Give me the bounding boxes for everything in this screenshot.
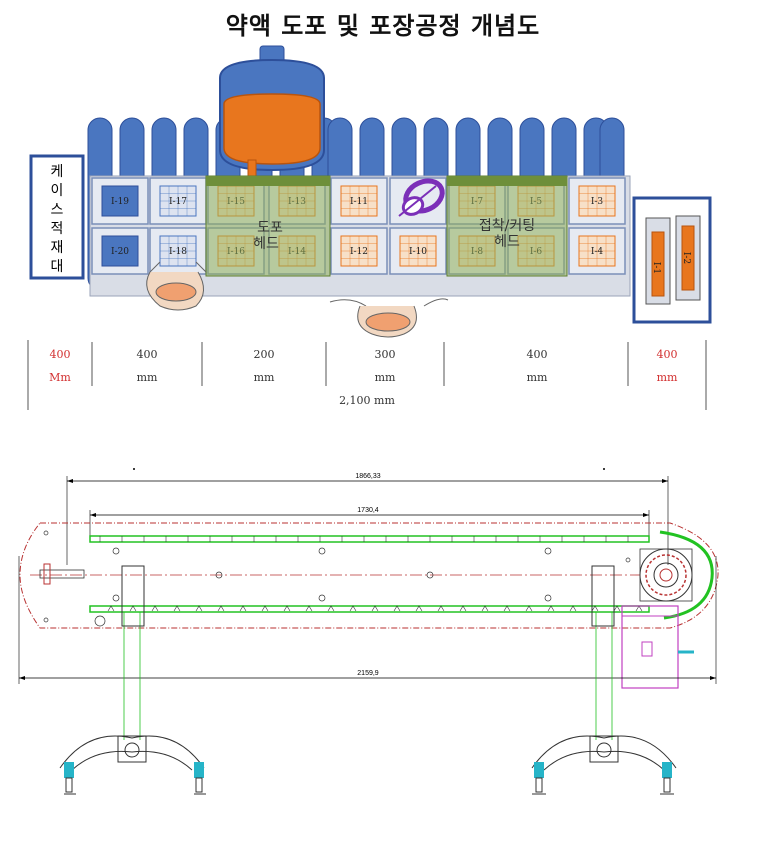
foot-right (531, 735, 677, 771)
dim-mid-label: 1730,4 (357, 507, 379, 514)
station-cell-label: I-20 (111, 247, 129, 257)
station-cell-label: I-10 (409, 247, 427, 257)
station-cell: I-10 (389, 227, 447, 275)
coating-head-label-1: 도포 (257, 220, 283, 236)
film-roll (398, 178, 445, 217)
dim-unit: mm (657, 371, 678, 384)
bonding-head-label-1: 접착/커팅 (479, 218, 535, 234)
dim-unit: mm (254, 371, 275, 384)
dim-unit: mm (375, 371, 396, 384)
dim-bottom-label: 2159,9 (357, 670, 379, 677)
coating-head-label-2: 헤드 (253, 236, 279, 252)
station-cell: I-3 (568, 177, 626, 225)
side-packaging-box: I-1 I-2 (632, 196, 712, 324)
station-cell: I-11 (330, 177, 388, 225)
gripper-left (146, 261, 207, 311)
foot-left (59, 735, 205, 771)
dim-unit: Mm (49, 371, 71, 384)
bonding-head-label-2: 헤드 (494, 234, 520, 250)
station-cell-label: I-17 (169, 197, 187, 207)
bonding-head-bar (447, 176, 567, 186)
dim-value: 400 (527, 348, 548, 361)
dim-unit: mm (527, 371, 548, 384)
dim-value: 300 (375, 348, 396, 361)
bonding-head-box (446, 175, 568, 277)
station-cell-label: I-18 (169, 247, 187, 257)
station-cell: I-12 (330, 227, 388, 275)
station-cell-label: I-11 (350, 197, 368, 207)
page-title: 약액 도포 및 포장공정 개념도 (225, 12, 541, 40)
side-box-label-1: I-1 (651, 262, 661, 274)
side-box-label-2: I-2 (681, 252, 691, 264)
dim-value: 400 (137, 348, 158, 361)
dim-top-label: 1866,33 (355, 473, 380, 480)
station-cell-label: I-19 (111, 197, 129, 207)
station-cell-label: I-4 (591, 247, 604, 257)
coating-head-box (205, 175, 331, 277)
station-cell-label: I-3 (591, 197, 604, 207)
dim-value: 400 (657, 348, 678, 361)
dim-value: 400 (50, 348, 71, 361)
station-cell: I-19 (91, 177, 149, 225)
technical-drawing: 1866,33 1730,4 (18, 468, 719, 795)
gripper-middle (329, 298, 449, 338)
tank-liquid (223, 93, 321, 165)
station-cell-label: I-12 (350, 247, 368, 257)
total-length: 2,100 mm (339, 394, 395, 407)
station-cell: I-4 (568, 227, 626, 275)
coating-head-bar (206, 176, 330, 186)
coating-tank (219, 45, 325, 191)
station-cell: I-17 (149, 177, 207, 225)
dim-value: 200 (254, 348, 275, 361)
station-cell: I-18 (149, 227, 207, 275)
dim-unit: mm (137, 371, 158, 384)
station-cell: I-20 (91, 227, 149, 275)
